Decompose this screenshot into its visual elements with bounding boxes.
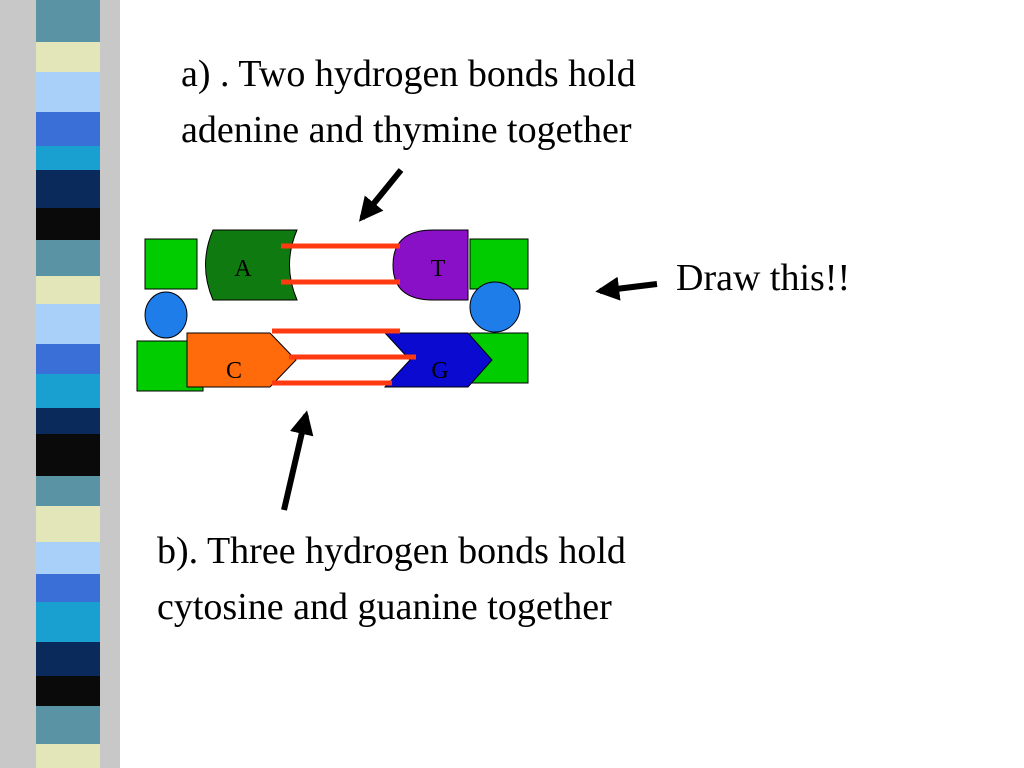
cytosine-label: C bbox=[226, 358, 242, 384]
caption-cytosine-guanine: b). Three hydrogen bonds hold cytosine a… bbox=[157, 523, 626, 635]
sidebar-stripe bbox=[36, 602, 100, 642]
sidebar-stripe bbox=[36, 374, 100, 408]
arrow-to-at-bonds bbox=[358, 168, 404, 222]
sidebar-stripe bbox=[36, 344, 100, 374]
arrow-to-diagram bbox=[595, 276, 658, 301]
dna-backbone bbox=[136, 238, 529, 392]
sidebar-stripe bbox=[36, 0, 100, 42]
cytosine-guanine-pair: G C bbox=[186, 328, 493, 388]
caption-a-line-1: a) . Two hydrogen bonds hold bbox=[181, 53, 636, 95]
sidebar-stripe bbox=[36, 146, 100, 170]
guanine-base bbox=[383, 332, 493, 388]
guanine-label: G bbox=[431, 358, 448, 384]
caption-b-line-1: b). Three hydrogen bonds hold bbox=[157, 530, 626, 572]
sidebar-stripe bbox=[36, 112, 100, 146]
phosphate-left bbox=[144, 291, 188, 339]
arrow-to-cg-bonds bbox=[281, 410, 314, 511]
caption-b-line-2: cytosine and guanine together bbox=[157, 586, 612, 628]
sidebar-stripe bbox=[36, 72, 100, 112]
sidebar-stripe bbox=[36, 476, 100, 506]
decorative-sidebar-stripes bbox=[0, 0, 120, 768]
caption-adenine-thymine: a) . Two hydrogen bonds hold adenine and… bbox=[181, 46, 636, 158]
sidebar-stripe bbox=[36, 304, 100, 344]
sidebar-stripe bbox=[36, 170, 100, 208]
sidebar-stripe bbox=[36, 574, 100, 602]
adenine-label: A bbox=[234, 256, 252, 282]
sidebar-stripe bbox=[36, 706, 100, 744]
caption-a-line-2: adenine and thymine together bbox=[181, 109, 632, 151]
draw-this-text: Draw this!! bbox=[676, 257, 851, 299]
sidebar-stripe bbox=[36, 642, 100, 676]
draw-this-callout: Draw this!! bbox=[676, 250, 850, 306]
sidebar-stripe bbox=[36, 434, 100, 476]
sidebar-stripe bbox=[36, 408, 100, 434]
sugar-right-top bbox=[469, 238, 529, 290]
thymine-base bbox=[392, 229, 469, 301]
sidebar-stripe bbox=[36, 676, 100, 706]
sidebar-stripe bbox=[36, 276, 100, 304]
sidebar-stripe bbox=[36, 42, 100, 72]
sugar-left-top bbox=[144, 238, 198, 290]
sidebar-stripe bbox=[36, 542, 100, 574]
sidebar-stripe bbox=[36, 744, 100, 768]
adenine-thymine-pair: A T bbox=[205, 229, 469, 301]
thymine-label: T bbox=[431, 256, 446, 282]
sidebar-stripe bbox=[36, 240, 100, 276]
cytosine-base bbox=[186, 332, 297, 388]
sidebar-stripe bbox=[36, 506, 100, 542]
sidebar-stripe bbox=[36, 208, 100, 240]
phosphate-right bbox=[469, 281, 521, 333]
